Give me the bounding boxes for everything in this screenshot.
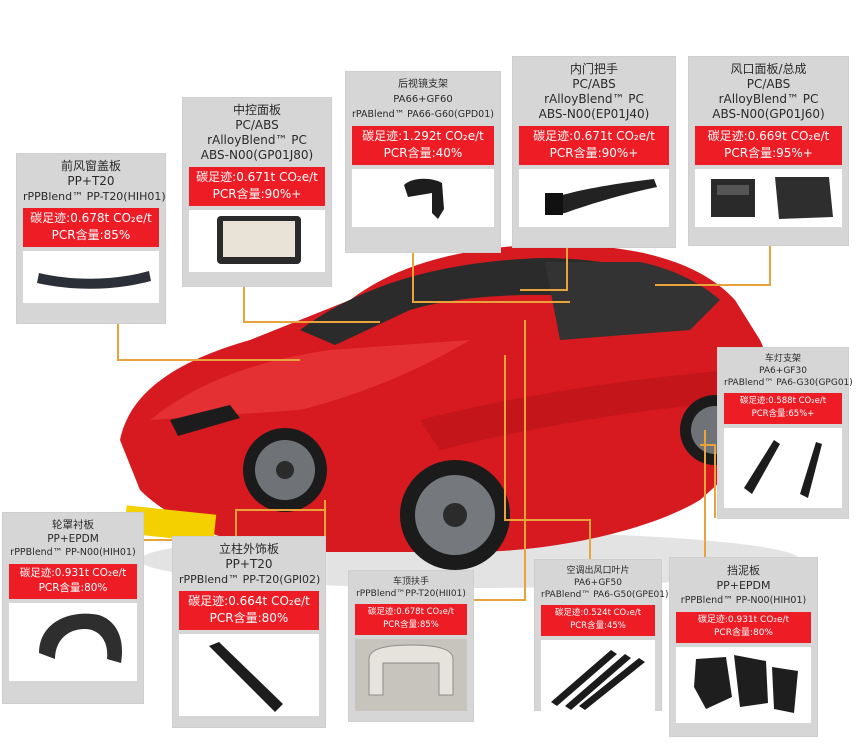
carbon-footprint: 碳足迹:0.931t CO₂e/t — [697, 615, 790, 625]
part-title: 中控面板 — [232, 103, 281, 117]
part-title: 车顶扶手 — [392, 577, 429, 587]
part-material: PA66+GF60 — [393, 94, 453, 105]
part-material: PP+EPDM — [716, 579, 771, 592]
part-grade: rPABlend™ PA6-G30(GPG01) — [724, 378, 853, 388]
carbon-footprint: 碳足迹:0.678t CO₂e/t — [30, 211, 152, 225]
part-title: 立柱外饰板 — [218, 542, 279, 556]
carbon-footprint: 碳足迹:0.678t CO₂e/t — [367, 607, 455, 617]
part-card-roof-handle: 车顶扶手 rPPBlend™PP-T20(HII01) 碳足迹:0.678t C… — [349, 571, 473, 721]
part-grade: rAlloyBlend™ PC — [718, 92, 819, 106]
part-metrics: 碳足迹:0.931t CO₂e/t PCR含量:80% — [9, 564, 137, 599]
console-panel-icon — [189, 210, 325, 272]
carbon-footprint: 碳足迹:0.588t CO₂e/t — [739, 396, 827, 406]
part-metrics: 碳足迹:0.678t CO₂e/t PCR含量:85% — [355, 604, 467, 635]
part-grade: rAlloyBlend™ PC — [207, 133, 307, 147]
roof-grab-handle-icon — [355, 639, 467, 711]
part-title: 挡泥板 — [727, 564, 760, 577]
part-title: 前风窗盖板 — [60, 159, 121, 173]
part-card-pillar-trim: 立柱外饰板 PP+T20 rPPBlend™ PP-T20(GPI02) 碳足迹… — [173, 537, 325, 727]
carbon-footprint: 碳足迹:0.931t CO₂e/t — [19, 567, 127, 579]
part-material: PC/ABS — [235, 118, 279, 132]
carbon-footprint: 碳足迹:1.292t CO₂e/t — [362, 129, 484, 143]
pcr-content: PCR含量:80% — [209, 611, 289, 625]
part-grade-2: ABS-N00(EP01J40) — [538, 107, 650, 121]
carbon-footprint: 碳足迹:0.671t CO₂e/t — [196, 170, 318, 184]
mirror-bracket-icon — [352, 169, 494, 227]
carbon-footprint: 碳足迹:0.524t CO₂e/t — [554, 608, 642, 618]
part-grade: rPPBlend™ PP-T20(HIH01) — [23, 190, 166, 203]
air-vent-icon — [695, 169, 842, 227]
lamp-bracket-icon — [724, 428, 842, 508]
part-title: 内门把手 — [569, 62, 618, 76]
carbon-footprint: 碳足迹:0.669t CO₂e/t — [707, 129, 830, 143]
part-metrics: 碳足迹:0.931t CO₂e/t PCR含量:80% — [676, 612, 811, 643]
part-metrics: 碳足迹:0.588t CO₂e/t PCR含量:65%+ — [724, 393, 842, 424]
part-material: PA6+GF50 — [574, 578, 622, 588]
part-title: 风口面板/总成 — [730, 62, 807, 76]
part-grade: rPPBlend™ PP-T20(GPI02) — [179, 573, 321, 586]
windshield-cowl-icon — [23, 251, 159, 303]
part-card-mud-flap: 挡泥板 PP+EPDM rPPBlend™ PP-N00(HIH01) 碳足迹:… — [670, 558, 817, 736]
part-card-vent-blade: 空调出风口叶片 PA6+GF50 rPABlend™ PA6-G50(GPE01… — [535, 560, 669, 712]
part-card-wheel-liner: 轮罩衬板 PP+EPDM rPPBlend™ PP-N00(HIH01) 碳足迹… — [3, 513, 143, 703]
part-title: 后视镜支架 — [398, 79, 448, 90]
part-material: PC/ABS — [572, 77, 616, 91]
part-grade: rAlloyBlend™ PC — [544, 92, 644, 106]
part-metrics: 碳足迹:1.292t CO₂e/t PCR含量:40% — [352, 126, 494, 165]
vent-blade-icon — [541, 640, 655, 712]
part-card-mirror-bracket: 后视镜支架 PA66+GF60 rPABlend™ PA66-G60(GPD01… — [346, 72, 500, 252]
part-metrics: 碳足迹:0.664t CO₂e/t PCR含量:80% — [179, 591, 319, 630]
part-grade-2: ABS-N00(GP01J80) — [200, 148, 314, 162]
pcr-content: PCR含量:45% — [570, 621, 626, 631]
pcr-content: PCR含量:85% — [51, 228, 131, 242]
part-metrics: 碳足迹:0.669t CO₂e/t PCR含量:95%+ — [695, 126, 842, 165]
pcr-content: PCR含量:90%+ — [212, 187, 302, 201]
part-material: PP+T20 — [67, 174, 115, 188]
pillar-trim-icon — [179, 634, 319, 716]
door-handle-icon — [519, 169, 669, 227]
part-grade-2: ABS-N00(GP01J60) — [712, 107, 825, 121]
part-title: 空调出风口叶片 — [566, 566, 630, 576]
pcr-content: PCR含量:85% — [383, 620, 439, 630]
part-material: PC/ABS — [746, 77, 791, 91]
part-grade: rPPBlend™ PP-N00(HIH01) — [680, 595, 807, 606]
part-card-windshield-cowl: 前风窗盖板 PP+T20 rPPBlend™ PP-T20(HIH01) 碳足迹… — [17, 154, 166, 323]
carbon-footprint: 碳足迹:0.664t CO₂e/t — [188, 594, 310, 608]
part-metrics: 碳足迹:0.678t CO₂e/t PCR含量:85% — [23, 208, 159, 247]
part-grade: rPABlend™ PA66-G60(GPD01) — [352, 109, 494, 120]
pcr-content: PCR含量:95%+ — [724, 146, 813, 160]
mud-flap-icon — [676, 647, 811, 723]
part-card-lamp-bracket: 车灯支架 PA6+GF30 rPABlend™ PA6-G30(GPG01) 碳… — [718, 348, 853, 518]
pcr-content: PCR含量:80% — [38, 582, 108, 594]
pcr-content: PCR含量:40% — [383, 146, 463, 160]
carbon-footprint: 碳足迹:0.671t CO₂e/t — [533, 129, 655, 143]
part-title: 轮罩衬板 — [52, 519, 94, 531]
part-grade: rPABlend™ PA6-G50(GPE01) — [541, 590, 669, 600]
part-material: PA6+GF30 — [759, 366, 807, 376]
part-material: PP+T20 — [225, 557, 273, 571]
part-metrics: 碳足迹:0.671t CO₂e/t PCR含量:90%+ — [189, 167, 325, 206]
pcr-content: PCR含量:90%+ — [549, 146, 639, 160]
part-card-door-handle: 内门把手 PC/ABS rAlloyBlend™ PC ABS-N00(EP01… — [513, 57, 675, 247]
pcr-content: PCR含量:80% — [713, 628, 773, 638]
part-card-console-panel: 中控面板 PC/ABS rAlloyBlend™ PC ABS-N00(GP01… — [183, 98, 331, 286]
part-title: 车灯支架 — [764, 354, 801, 364]
pcr-content: PCR含量:65%+ — [751, 409, 815, 419]
part-card-air-vent: 风口面板/总成 PC/ABS rAlloyBlend™ PC ABS-N00(G… — [689, 57, 848, 245]
part-metrics: 碳足迹:0.671t CO₂e/t PCR含量:90%+ — [519, 126, 669, 165]
part-metrics: 碳足迹:0.524t CO₂e/t PCR含量:45% — [541, 605, 655, 636]
wheel-liner-icon — [9, 603, 137, 681]
part-material: PP+EPDM — [47, 533, 99, 545]
part-grade: rPPBlend™ PP-N00(HIH01) — [10, 547, 136, 558]
part-grade: rPPBlend™PP-T20(HII01) — [356, 589, 466, 599]
